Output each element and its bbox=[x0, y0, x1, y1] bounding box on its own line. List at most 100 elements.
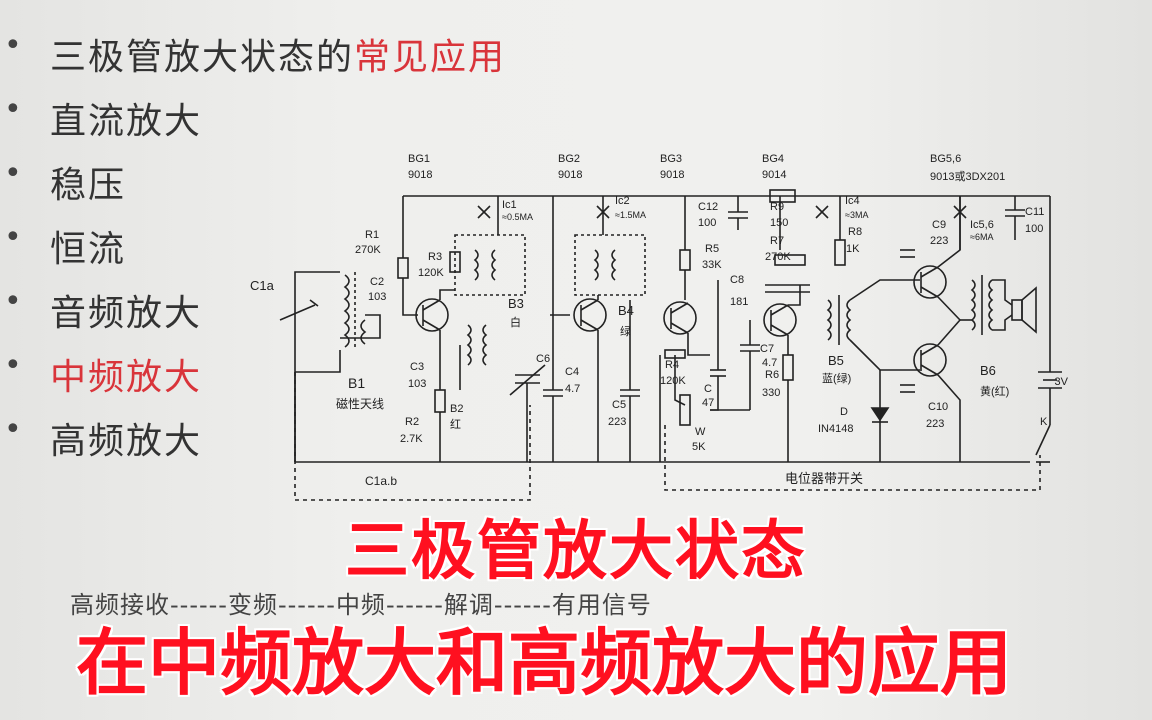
c4-name: C4 bbox=[565, 366, 579, 378]
bullet-dot: • bbox=[4, 220, 24, 255]
b6-color: 黄(红) bbox=[980, 384, 1009, 398]
ic56-name: Ic5,6 bbox=[970, 219, 994, 231]
r6-name: R6 bbox=[765, 369, 779, 381]
bg2-name: BG2 bbox=[558, 153, 580, 165]
bullet-dot: • bbox=[4, 284, 24, 319]
c10-value: 223 bbox=[926, 418, 944, 430]
c2-name: C2 bbox=[370, 276, 384, 288]
r1-name: R1 bbox=[365, 229, 379, 241]
bg4-model: 9014 bbox=[762, 169, 786, 181]
bullet-dot: • bbox=[4, 412, 24, 447]
bg56-model: 9013或3DX201 bbox=[930, 170, 1005, 183]
bullet-text: 稳压 bbox=[50, 165, 127, 206]
flow-step: 中频 bbox=[335, 591, 386, 619]
bullet-text: 直流放大 bbox=[50, 101, 203, 142]
b1-label: 磁性天线 bbox=[336, 396, 384, 411]
flow-step: 有用信号 bbox=[551, 591, 652, 619]
bg3-model: 9018 bbox=[660, 169, 684, 181]
r4-value: 120K bbox=[660, 375, 686, 387]
b2-color: 红 bbox=[450, 418, 461, 431]
b4-color: 绿 bbox=[620, 324, 631, 338]
bg2-model: 9018 bbox=[558, 169, 582, 181]
d-name: D bbox=[840, 406, 848, 418]
ic2-value: ≈1.5MA bbox=[615, 210, 646, 220]
bg3-name: BG3 bbox=[660, 153, 682, 165]
c9-value: 223 bbox=[930, 235, 948, 247]
bullet-text: 三极管放大状态的 bbox=[50, 37, 355, 78]
signal-flow-text: 高频接收------变频------中频------解调------有用信号 bbox=[70, 585, 652, 620]
bullet-dot: • bbox=[4, 348, 24, 383]
switch-label: K bbox=[1040, 416, 1048, 428]
c8-value: 181 bbox=[730, 296, 748, 308]
r9-value: 150 bbox=[770, 217, 788, 229]
r2-name: R2 bbox=[405, 416, 419, 428]
b6-name: B6 bbox=[980, 363, 996, 378]
pot-switch-label: 电位器带开关 bbox=[785, 471, 863, 486]
flow-dash: ------ bbox=[170, 591, 228, 619]
bullet-text: 高频放大 bbox=[50, 421, 203, 462]
c6-name: C6 bbox=[536, 353, 550, 365]
b5-color: 蓝(绿) bbox=[822, 371, 851, 385]
r9-name: R9 bbox=[770, 201, 784, 213]
r7-value: 270K bbox=[765, 251, 791, 263]
c2-value: 103 bbox=[368, 291, 386, 303]
c-value: 47 bbox=[702, 397, 714, 409]
c8-name: C8 bbox=[730, 274, 744, 286]
c11-name: C11 bbox=[1025, 206, 1044, 218]
c7-name: C7 bbox=[760, 343, 774, 355]
r7-name: R7 bbox=[770, 235, 784, 247]
b2-name: B2 bbox=[450, 403, 463, 415]
bg1-model: 9018 bbox=[408, 169, 432, 181]
r3-name: R3 bbox=[428, 251, 442, 263]
bullet-dot: • bbox=[4, 156, 24, 191]
battery-label: 3V bbox=[1055, 376, 1069, 388]
b5-name: B5 bbox=[828, 353, 844, 368]
bullet-text-highlight: 常见应用 bbox=[354, 37, 507, 78]
ic4-value: ≈3MA bbox=[845, 210, 868, 220]
subtitle-line-1: 三极管放大状态 bbox=[345, 515, 807, 589]
bg1-name: BG1 bbox=[408, 153, 430, 165]
b4-name: B4 bbox=[618, 303, 634, 318]
b3-name: B3 bbox=[508, 296, 524, 311]
c3-value: 103 bbox=[408, 378, 426, 390]
d-value: IN4148 bbox=[818, 423, 853, 435]
c12-value: 100 bbox=[698, 217, 716, 229]
bullet-item: • 三极管放大状态的常见应用 bbox=[0, 28, 700, 88]
c9-name: C9 bbox=[932, 219, 946, 231]
ic4-name: Ic4 bbox=[845, 195, 860, 207]
c11-value: 100 bbox=[1025, 223, 1043, 235]
r2-value: 2.7K bbox=[400, 433, 423, 445]
c4-value: 4.7 bbox=[565, 383, 580, 395]
r5-value: 33K bbox=[702, 259, 722, 271]
ic1-value: ≈0.5MA bbox=[502, 212, 533, 222]
ic2-name: Ic2 bbox=[615, 195, 630, 207]
bullet-text: 音频放大 bbox=[50, 293, 203, 334]
r8-value: 1K bbox=[846, 243, 860, 255]
flow-step: 高频接收 bbox=[70, 591, 170, 619]
ic56-value: ≈6MA bbox=[970, 232, 993, 242]
r1-value: 270K bbox=[355, 244, 381, 256]
flow-dash: ------ bbox=[493, 591, 552, 619]
c-name: C bbox=[704, 383, 712, 395]
r6-value: 330 bbox=[762, 387, 780, 399]
bg56-name: BG5,6 bbox=[930, 153, 961, 165]
c12-name: C12 bbox=[698, 201, 718, 213]
bullet-dot: • bbox=[4, 28, 24, 63]
c1ab-label: C1a.b bbox=[365, 474, 397, 488]
flow-dash: ------ bbox=[385, 591, 444, 619]
c3-name: C3 bbox=[410, 361, 424, 373]
flow-dash: ------ bbox=[277, 591, 336, 619]
w-name: W bbox=[695, 426, 706, 438]
subtitle-line-2: 在中频放大和高频放大的应用 bbox=[76, 621, 1013, 705]
b3-color: 白 bbox=[510, 315, 521, 329]
r8-name: R8 bbox=[848, 226, 862, 238]
r3-value: 120K bbox=[418, 267, 444, 279]
r4-name: R4 bbox=[665, 359, 679, 371]
c10-name: C10 bbox=[928, 401, 948, 413]
bg4-name: BG4 bbox=[762, 153, 784, 165]
ic1-name: Ic1 bbox=[502, 199, 517, 211]
radio-circuit-diagram: BG1 9018 BG2 9018 BG3 9018 BG4 9014 BG5,… bbox=[250, 153, 1069, 501]
bullet-text-highlight: 中频放大 bbox=[50, 357, 203, 398]
b1-name: B1 bbox=[348, 375, 365, 391]
